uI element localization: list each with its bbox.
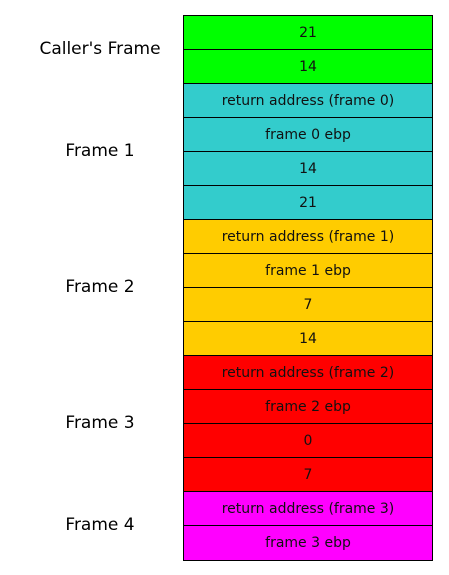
frame-label: Frame 1: [65, 141, 135, 161]
stack-cell: 14: [184, 50, 432, 84]
stack-cell: return address (frame 0): [184, 84, 432, 118]
stack-cell: 21: [184, 16, 432, 50]
stack-cell: 21: [184, 186, 432, 220]
stack-cell: frame 2 ebp: [184, 390, 432, 424]
stack-cell: 14: [184, 322, 432, 356]
frame-label: Caller's Frame: [39, 39, 161, 59]
stack-cell: return address (frame 2): [184, 356, 432, 390]
stack-cell: 14: [184, 152, 432, 186]
stack-cell: 0: [184, 424, 432, 458]
frame-label: Frame 3: [65, 413, 135, 433]
frame-label: Frame 2: [65, 277, 135, 297]
frame-label: Frame 4: [65, 515, 135, 535]
stack-cell: 7: [184, 458, 432, 492]
stack-cell: frame 0 ebp: [184, 118, 432, 152]
stack-cell: 7: [184, 288, 432, 322]
stack-cell: frame 1 ebp: [184, 254, 432, 288]
stack-cell: return address (frame 1): [184, 220, 432, 254]
stack-cell: return address (frame 3): [184, 492, 432, 526]
stack-cell: frame 3 ebp: [184, 526, 432, 560]
